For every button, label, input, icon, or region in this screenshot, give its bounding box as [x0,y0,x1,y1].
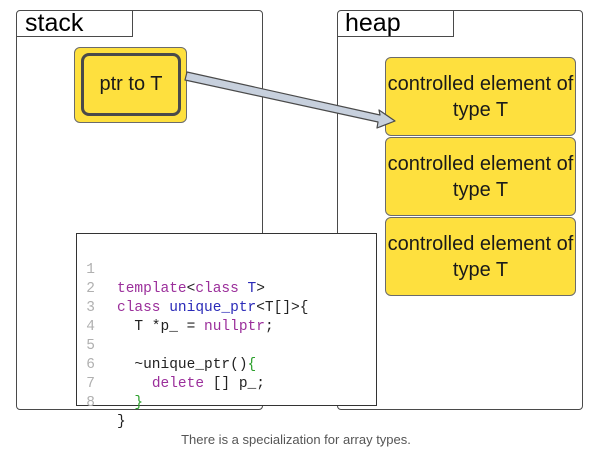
line-number: 7 [86,376,95,392]
code-text: ~unique_ptr(){ [117,357,257,373]
code-snippet: 1 template<class T> 2 class unique_ptr<T… [76,233,377,430]
code-line: 2 class unique_ptr<T[]>{ [77,261,308,316]
caption: There is a specialization for array type… [181,432,411,447]
code-text: template<class T> [117,281,265,297]
code-text: class unique_ptr<T[]>{ [117,300,309,316]
code-line: 6 delete [] p_; [77,337,265,392]
line-number: 1 [86,262,95,278]
line-number: 5 [86,338,95,354]
code-text: } [117,414,126,430]
code-line: 8 } [77,375,125,430]
line-number: 3 [86,300,95,316]
heap-element-1: controlled element of type T [385,57,576,136]
heap-tab [337,10,454,37]
code-line: 1 template<class T> [77,242,265,297]
code-text: delete [] p_; [151,376,265,392]
code-text: T *p_ = nullptr; [117,319,274,335]
pointer-label: ptr to T [81,53,181,116]
code-text: } [134,395,144,411]
code-line: 7 } [77,356,143,411]
line-number: 2 [86,281,95,297]
stack-tab [16,10,133,37]
heap-element-3: controlled element of type T [385,217,576,296]
code-line: 4 [77,299,112,335]
line-number: 6 [86,357,95,373]
line-number: 8 [86,395,95,411]
stack-label: stack [25,9,84,37]
code-line: 3 T *p_ = nullptr; [77,280,273,335]
heap-label: heap [345,9,401,37]
code-line: 5 ~unique_ptr(){ [77,318,256,373]
heap-element-2: controlled element of type T [385,137,576,216]
line-number: 4 [86,319,95,335]
